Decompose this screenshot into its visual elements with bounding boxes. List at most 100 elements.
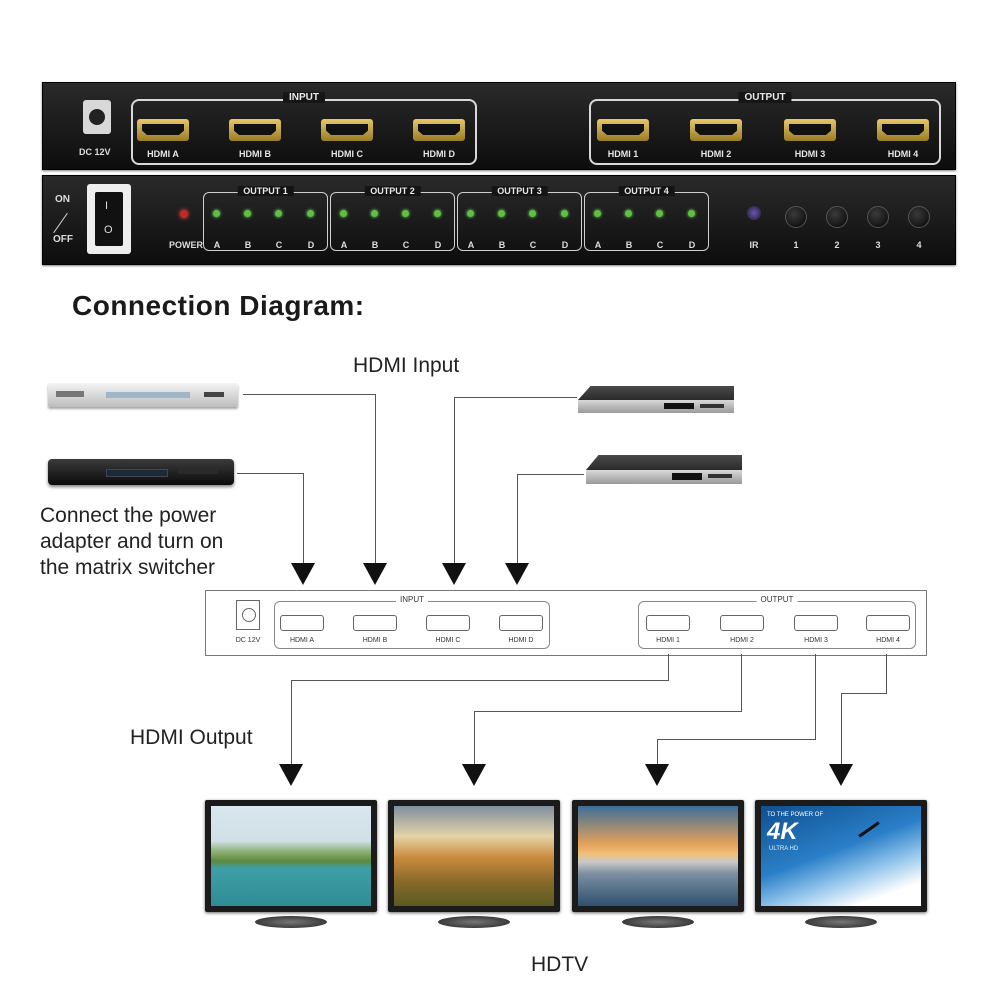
led-label: C (275, 240, 283, 250)
arrow-down-icon (291, 563, 315, 585)
connector-line (474, 711, 742, 712)
hdmi-port-c[interactable] (321, 119, 373, 141)
power-note-line: the matrix switcher (40, 556, 216, 579)
connector-line (375, 394, 376, 564)
hdmi-port-a[interactable] (137, 119, 189, 141)
port-label: HDMI 2 (730, 637, 754, 644)
power-label: POWER (169, 240, 204, 250)
led-indicator (529, 210, 536, 217)
switch-off-symbol: O (104, 224, 113, 236)
dc-label: DC 12V (235, 637, 261, 644)
arrow-down-icon (645, 764, 669, 786)
hdmi-port-2[interactable] (690, 119, 742, 141)
port-label: HDMI 3 (794, 149, 826, 159)
harbor-image (578, 806, 738, 906)
connector-line (815, 654, 816, 740)
group-title: OUTPUT 1 (237, 186, 294, 196)
output-button-2[interactable] (826, 206, 848, 228)
power-switch[interactable]: I O (87, 184, 131, 254)
led-label: B (625, 240, 633, 250)
arrow-down-icon (505, 563, 529, 585)
hdmi-port-d[interactable] (413, 119, 465, 141)
input-title: INPUT (283, 92, 325, 103)
led-indicator (688, 210, 695, 217)
led-indicator (371, 210, 378, 217)
hdmi-input-label: HDMI Input (353, 354, 460, 377)
port-label: HDMI 1 (656, 637, 680, 644)
port-label: HDMI C (331, 149, 363, 159)
connector-line (841, 693, 887, 694)
connector-line (517, 474, 518, 564)
port-label: HDMI 2 (700, 149, 732, 159)
port-label: HDMI 4 (887, 149, 919, 159)
control-panel: ON OFF I O POWER OUTPUT 1 OUTPUT 2 OUTPU… (42, 175, 956, 265)
button-label: 3 (875, 240, 881, 250)
button-label: 4 (916, 240, 922, 250)
connector-line (291, 680, 669, 681)
off-label: OFF (53, 234, 73, 245)
led-label: D (561, 240, 569, 250)
output-port-group: OUTPUT (589, 92, 941, 165)
led-indicator (307, 210, 314, 217)
output-button-3[interactable] (867, 206, 889, 228)
connector-line (474, 711, 475, 765)
power-note: Connect the power adapter and turn on th… (40, 503, 223, 581)
output-title: OUTPUT (756, 595, 798, 604)
matrix-switcher-diagram: DC 12V INPUT OUTPUT HDMI A HDMI B HDMI C… (205, 590, 927, 656)
tv4-top-text: TO THE POWER OF (767, 812, 824, 818)
led-indicator (340, 210, 347, 217)
led-indicator (594, 210, 601, 217)
port-label: HDMI A (289, 637, 315, 644)
connector-line (841, 693, 842, 765)
connector-line (237, 473, 304, 474)
dvd-player-black (48, 459, 234, 485)
ski-image: TO THE POWER OF 4K ULTRA HD (761, 806, 921, 906)
led-indicator (213, 210, 220, 217)
led-indicator (244, 210, 251, 217)
output-group-4: OUTPUT 4 (584, 186, 709, 251)
led-label: D (688, 240, 696, 250)
port-label: HDMI B (239, 149, 271, 159)
arrow-down-icon (442, 563, 466, 585)
port-label: HDMI 1 (607, 149, 639, 159)
arrow-down-icon (462, 764, 486, 786)
dc-label: DC 12V (79, 147, 111, 157)
power-led (180, 210, 188, 218)
hdmi-port-4 (866, 615, 910, 631)
port-label: HDMI A (147, 149, 179, 159)
arrow-down-icon (279, 764, 303, 786)
hdmi-port-b[interactable] (229, 119, 281, 141)
port-label: HDMI D (423, 149, 455, 159)
connector-line (741, 654, 742, 712)
switch-on-symbol: I (105, 200, 109, 212)
output-button-1[interactable] (785, 206, 807, 228)
group-title: OUTPUT 2 (364, 186, 421, 196)
connector-line (454, 397, 455, 564)
button-label: 2 (834, 240, 840, 250)
connector-line (886, 654, 887, 694)
led-label: A (594, 240, 602, 250)
port-label: HDMI C (435, 637, 461, 644)
led-indicator (434, 210, 441, 217)
hdmi-port-3 (794, 615, 838, 631)
hdmi-port-3[interactable] (784, 119, 836, 141)
connector-line (303, 473, 304, 564)
output-group-1: OUTPUT 1 (203, 186, 328, 251)
hdmi-port-1[interactable] (597, 119, 649, 141)
led-label: D (307, 240, 315, 250)
hdmi-port-4[interactable] (877, 119, 929, 141)
ir-label: IR (749, 240, 759, 250)
on-label: ON (55, 194, 70, 205)
set-top-box-2 (586, 455, 742, 485)
hdmi-port-1 (646, 615, 690, 631)
dvd-player-silver (48, 383, 238, 407)
input-port-group: INPUT (274, 595, 550, 649)
power-note-line: adapter and turn on (40, 530, 224, 553)
arrow-down-icon (363, 563, 387, 585)
led-indicator (467, 210, 474, 217)
diagram-heading: Connection Diagram: (72, 290, 365, 321)
hdmi-port-b (353, 615, 397, 631)
led-indicator (402, 210, 409, 217)
output-button-4[interactable] (908, 206, 930, 228)
input-title: INPUT (396, 595, 428, 604)
